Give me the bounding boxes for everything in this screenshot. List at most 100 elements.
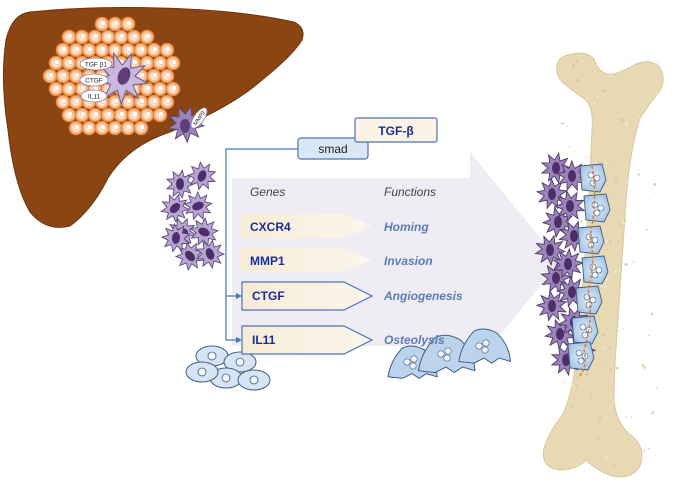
cancer-cell bbox=[237, 369, 271, 391]
tumor-cell bbox=[74, 107, 90, 123]
tumor-cell bbox=[100, 29, 116, 45]
metastatic-cell bbox=[183, 190, 213, 221]
functions-header: Functions bbox=[384, 185, 436, 199]
osteoclast bbox=[567, 341, 595, 371]
tumor-cell bbox=[113, 29, 129, 45]
tumor-cell bbox=[139, 29, 155, 45]
tumor-cell bbox=[120, 42, 136, 58]
circulating-metastatic-cells bbox=[160, 160, 226, 272]
metastatic-cell bbox=[189, 216, 220, 247]
tumor-cell bbox=[133, 120, 149, 136]
osteoclast bbox=[583, 193, 611, 223]
tumor-cell bbox=[159, 94, 175, 110]
svg-text:CTGF: CTGF bbox=[252, 289, 285, 303]
tumor-cell bbox=[120, 16, 136, 32]
smad-box: smad bbox=[297, 137, 369, 160]
tumor-cell bbox=[113, 107, 129, 123]
big-background-arrow bbox=[232, 152, 560, 372]
gene-row-cxcr4: CXCR4 Homing bbox=[240, 214, 429, 238]
tumor-cell bbox=[139, 81, 155, 97]
svg-text:CXCR4: CXCR4 bbox=[250, 220, 291, 234]
svg-text:Homing: Homing bbox=[384, 220, 429, 234]
tumor-cell bbox=[81, 120, 97, 136]
metastatic-cell bbox=[552, 247, 585, 280]
tumor-cell bbox=[74, 29, 90, 45]
cancer-cell bbox=[223, 351, 257, 373]
osteoclast-group bbox=[387, 328, 512, 380]
tumor-cell bbox=[159, 42, 175, 58]
tumor-cell bbox=[165, 55, 181, 71]
metastatic-cell bbox=[160, 222, 191, 253]
tumor-cell bbox=[61, 29, 77, 45]
tumor-cell bbox=[159, 68, 175, 84]
tumor-cell bbox=[126, 107, 142, 123]
tumor-cell bbox=[42, 68, 58, 84]
primary-metastatic-cell bbox=[94, 51, 150, 106]
tumor-cell bbox=[94, 42, 110, 58]
tumor-cell bbox=[94, 120, 110, 136]
metastatic-cell bbox=[174, 241, 205, 272]
osteoclast bbox=[581, 255, 609, 285]
cytokine-label-il11: IL11 bbox=[80, 89, 108, 103]
tumor-cell bbox=[61, 107, 77, 123]
gene-row-ctgf: CTGF Angiogenesis bbox=[241, 281, 463, 311]
tumor-cell bbox=[48, 55, 64, 71]
metastatic-cell bbox=[555, 159, 588, 192]
svg-text:TGF-β: TGF-β bbox=[378, 124, 413, 138]
tumor-cell bbox=[68, 94, 84, 110]
svg-text:smad: smad bbox=[318, 142, 347, 156]
metastatic-cell bbox=[186, 160, 217, 191]
metastatic-cell bbox=[534, 234, 567, 267]
genes-header: Genes bbox=[250, 185, 285, 199]
svg-text:Angiogenesis: Angiogenesis bbox=[383, 289, 463, 303]
svg-text:IL11: IL11 bbox=[252, 333, 276, 347]
tumor-cell bbox=[55, 94, 71, 110]
osteoclast bbox=[417, 334, 476, 374]
metastatic-cell bbox=[543, 318, 576, 351]
gene-row-il11: IL11 Osteolysis bbox=[241, 325, 445, 355]
tumor-cell bbox=[120, 120, 136, 136]
tumor-cell bbox=[152, 81, 168, 97]
tumor-cell bbox=[94, 16, 110, 32]
tumor-cell bbox=[107, 16, 123, 32]
tumor-cell bbox=[68, 120, 84, 136]
tumor-cell bbox=[126, 29, 142, 45]
svg-text:TGF β1: TGF β1 bbox=[85, 62, 108, 69]
tumor-cell bbox=[55, 42, 71, 58]
svg-text:Osteolysis: Osteolysis bbox=[384, 333, 445, 347]
tumor-cell bbox=[107, 94, 123, 110]
svg-text:IL11: IL11 bbox=[88, 94, 101, 101]
tumor-cell bbox=[48, 81, 64, 97]
osteoclast bbox=[577, 225, 605, 255]
cytokine-label-tgfb1: TGF β1 bbox=[79, 57, 113, 71]
tumor-cell bbox=[68, 42, 84, 58]
tumor-cell bbox=[107, 120, 123, 136]
tumor-cell bbox=[146, 94, 162, 110]
cancer-cell bbox=[185, 361, 219, 383]
arrowhead-il11 bbox=[236, 337, 242, 343]
tumor-cell bbox=[133, 94, 149, 110]
svg-text:MMP1: MMP1 bbox=[250, 254, 285, 268]
metastatic-cell bbox=[160, 193, 191, 224]
mmp9-cell: MMP9 bbox=[167, 105, 208, 144]
svg-text:CTGF: CTGF bbox=[85, 78, 103, 85]
metastatic-cell bbox=[535, 289, 568, 322]
cytokine-label-ctgf: CTGF bbox=[79, 73, 109, 87]
tumor-cell bbox=[146, 68, 162, 84]
tumor-cell bbox=[81, 42, 97, 58]
tgf-beta-box: TGF-β bbox=[354, 117, 438, 143]
tumor-cell bbox=[55, 68, 71, 84]
bone-resorption-edge bbox=[577, 165, 596, 379]
tumor-cell bbox=[100, 107, 116, 123]
tumor-cell bbox=[87, 107, 103, 123]
cancer-cell-group bbox=[185, 345, 271, 391]
svg-text:Invasion: Invasion bbox=[384, 254, 433, 268]
tumor-cell bbox=[61, 55, 77, 71]
tumor-cell bbox=[165, 81, 181, 97]
arrowhead-ctgf bbox=[236, 293, 242, 299]
metastatic-cell bbox=[553, 190, 586, 223]
tumor-cell bbox=[107, 42, 123, 58]
metastatic-cell bbox=[195, 239, 226, 269]
